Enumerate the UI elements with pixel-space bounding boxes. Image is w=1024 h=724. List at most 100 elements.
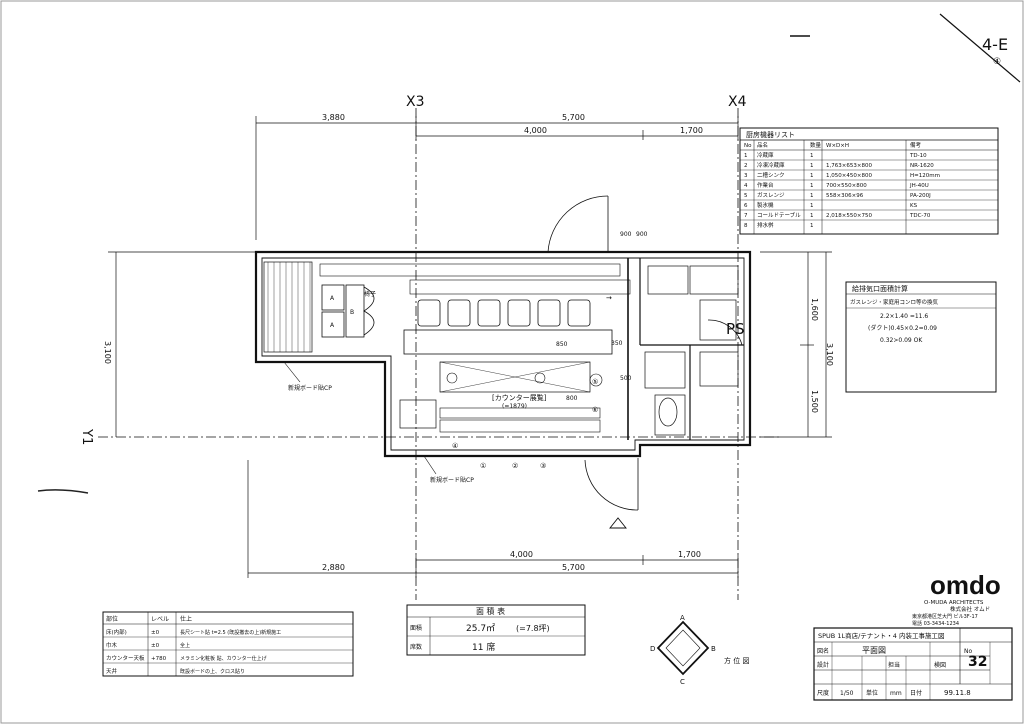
area-row2-label: 席数 [410,643,422,651]
top-dimension-lines [255,116,739,240]
stool-2 [447,299,471,327]
board-bottom-label: 新規ボード貼CP [430,476,474,484]
title-scale-label: 尺度 [817,689,829,697]
dim-bottom-left: 2,880 [322,563,345,572]
area-row1-tsubo: (=7.8坪) [516,624,550,633]
dim-bottom-b: 1,700 [678,550,701,559]
title-drawing-label: 図名 [817,647,829,655]
stool-4 [507,299,531,327]
compass-n: A [680,614,685,622]
finish-header-cell: 仕上 [180,615,192,623]
dim-right-b: 1,500 [810,390,819,413]
callout-1: ① [480,462,486,470]
equipment-cell: 1 [744,153,748,159]
equipment-cell: 7 [744,213,748,219]
equipment-list-table [739,127,999,235]
stool-6 [567,299,591,327]
area-row1-label: 面積 [410,624,422,632]
ps-label: PS [726,320,745,338]
equipment-cell: 1 [810,203,814,209]
dim-bottom-a: 4,000 [510,550,533,559]
equipment-cell: 1 [810,163,814,169]
finish-cell: メラミン化粧板 貼、カウンター仕上げ [180,655,267,662]
title-date-label: 日付 [910,689,922,697]
equipment-cell: 6 [744,203,748,209]
dim-door-b: 900 [636,231,648,238]
equipment-cell: KS [910,203,918,209]
leader-board-bottom [423,455,437,475]
dim-door-a: 900 [620,231,632,238]
opening-calc-title: 給排気口面積計算 [852,284,908,293]
side-dimension-lines [108,251,832,438]
finish-header-cell: レベル [151,616,169,623]
finish-header-cell: 部位 [106,615,118,623]
opening-calc-line1: ガスレンジ・家庭用コンロ等の換気 [850,298,939,306]
finish-cell: +780 [151,656,167,662]
equipment-cell: 1,763×653×800 [826,163,872,169]
equipment-cell: 排水桝 [757,221,774,229]
finish-cell: カウンター天板 [106,654,145,662]
counter-sub: (=1879) [502,403,527,410]
title-drawing-no: 32 [968,654,987,670]
grid-lines [98,108,780,600]
plan-callouts: ① ② ③ ④ ⑤ ⑥ [452,378,598,470]
seat-a1 [321,284,345,311]
finish-cell: ±0 [151,643,160,649]
equipment-cell: 冷蔵庫 [757,151,774,159]
title-block-frame [813,627,1013,701]
finish-table [102,611,354,677]
bottom-dimension-lines [247,460,739,578]
compass [656,620,710,676]
equipment-cell: TDC-70 [909,213,931,219]
stool-5 [537,299,561,327]
grid-label-x4: X4 [728,94,747,110]
title-unit-label: 単位 [866,689,878,697]
grid-label-y1: Y1 [79,428,94,445]
dim-top-a: 4,000 [524,126,547,135]
equipment-cell: 冷凍冷蔵庫 [757,161,785,169]
equipment-cell: 558×306×96 [826,193,864,199]
finish-cell: 全上 [180,642,190,649]
finish-cell: 既設ボードの上、クロス貼り [180,668,245,675]
equipment-cell: 1,050×450×800 [826,173,872,179]
chair-label: 椅子 [364,290,376,298]
stool-1 [417,299,441,327]
equipment-cell: 8 [744,223,748,229]
equipment-list-title: 厨房機器リスト [746,130,795,139]
seat-a2-label: A [330,322,335,329]
compass-e: B [711,645,716,653]
equipment-header-cell: 品名 [757,141,768,149]
dim-bottom-total: 5,700 [562,563,585,572]
compass-s: C [680,678,685,686]
dim-top-b: 1,700 [680,126,703,135]
equipment-cell: 2 [744,163,748,169]
equipment-cell: 1 [810,173,814,179]
hatch-left-bay [267,262,311,352]
equipment-cell: H=120mm [910,173,940,179]
area-row2-value: 11 席 [472,641,495,653]
dim-right-total: 3,100 [825,343,834,366]
equipment-header-cell: No [744,143,752,149]
equipment-cell: 1 [810,183,814,189]
callout-6: ⑥ [592,406,598,414]
equipment-cell: 1 [810,193,814,199]
area-row1-value: 25.7㎡ [466,623,495,634]
callout-4: ④ [452,442,458,450]
equipment-header-cell: W×D×H [826,143,849,149]
arrow-label: → [606,294,612,302]
brand-addr1: 東京都港区芝大門 ビル3F-17 [912,613,978,620]
dim-top-total: 5,700 [562,113,585,122]
equipment-cell: 700×550×800 [826,183,867,189]
equipment-cell: 2,018×550×750 [826,213,872,219]
title-scale: 1/50 [840,690,854,697]
equipment-cell: JH-40U [909,183,929,189]
dim-500: 500 [620,375,632,382]
opening-calc-line4: 0.32>0.09 OK [880,337,923,344]
title-no-label: No [964,648,972,655]
area-box [406,604,586,656]
compass-w: D [650,645,655,653]
title-drawing-name: 平面図 [862,646,886,655]
equipment-cell: 4 [744,183,748,189]
revision-mark: ④ [993,57,1001,67]
